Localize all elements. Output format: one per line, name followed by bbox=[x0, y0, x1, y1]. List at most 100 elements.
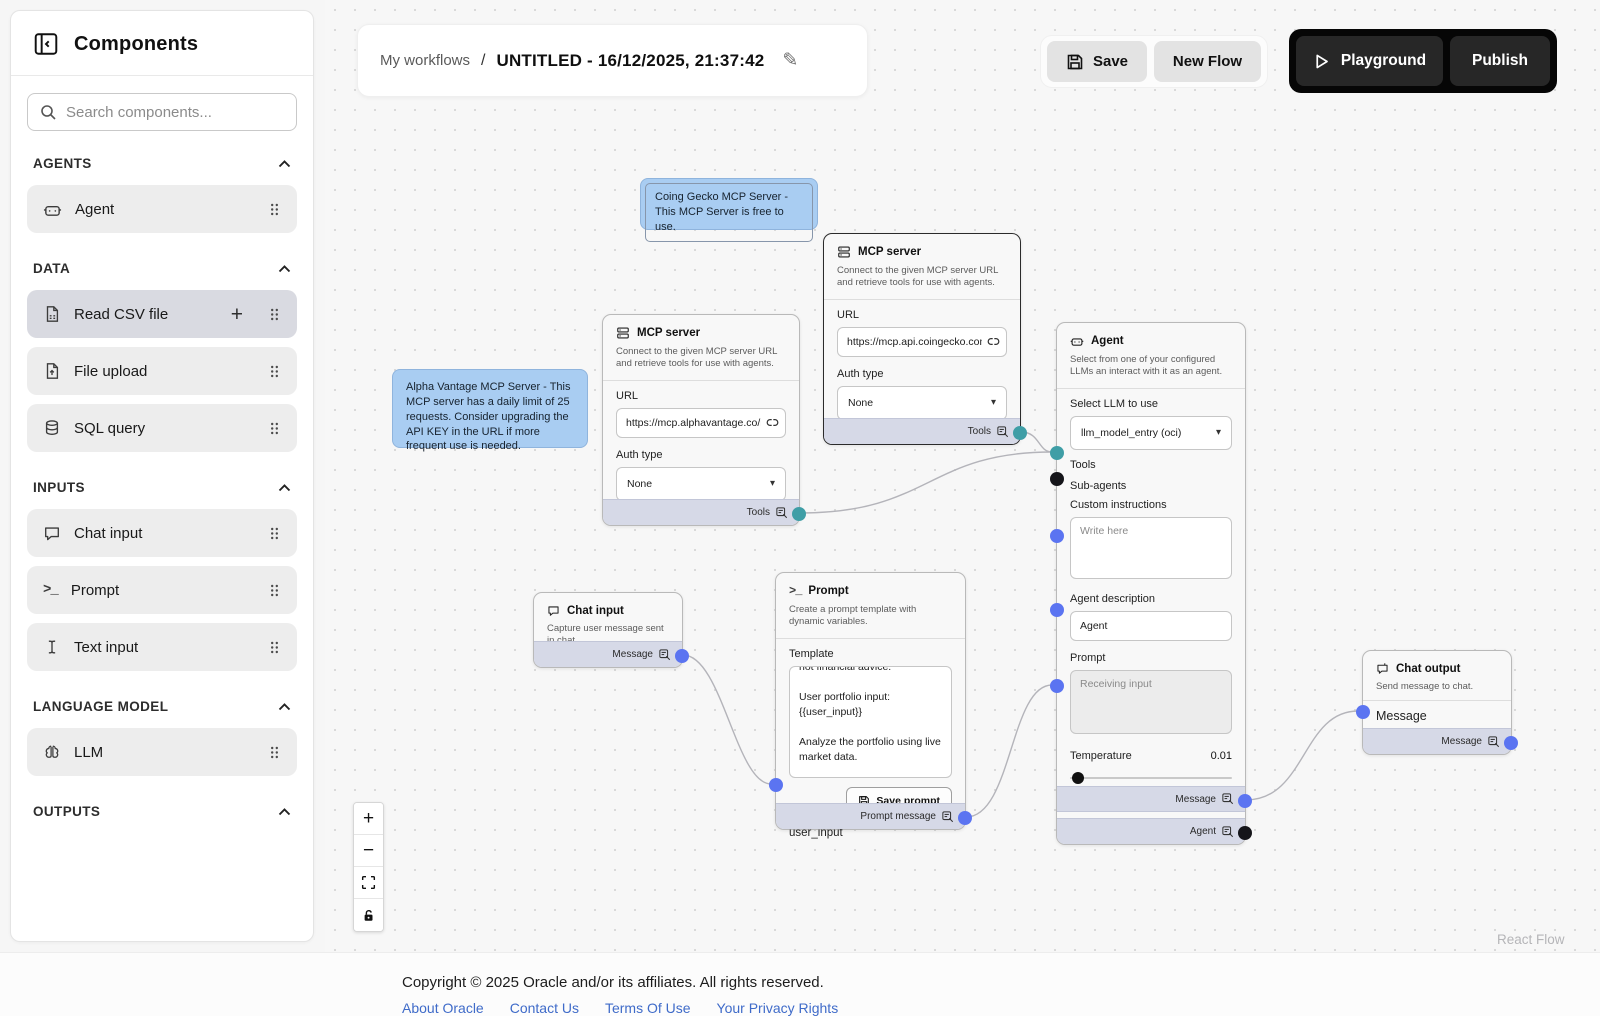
node-mcp-server-alphavantage[interactable]: MCP server Connect to the given MCP serv… bbox=[602, 314, 806, 526]
zoom-out-button[interactable]: − bbox=[354, 835, 383, 867]
sidebar-section-agents[interactable]: AGENTS bbox=[11, 137, 313, 180]
sidebar-item-text-input[interactable]: Text input bbox=[27, 623, 297, 671]
datatype-icon bbox=[659, 648, 671, 661]
workflow-title: UNTITLED - 16/12/2025, 21:37:42 bbox=[496, 50, 765, 70]
sidebar-item-agent[interactable]: Agent bbox=[27, 185, 297, 233]
chevron-down-icon: ▾ bbox=[769, 478, 775, 490]
robot-icon bbox=[1070, 334, 1084, 348]
template-textarea[interactable]: not financial advice." User portfolio in… bbox=[789, 665, 952, 778]
fit-view-button[interactable] bbox=[354, 867, 383, 899]
zoom-in-button[interactable]: + bbox=[354, 803, 383, 835]
url-input[interactable] bbox=[837, 326, 1007, 357]
handle-prompt-target[interactable] bbox=[1050, 679, 1064, 693]
sidebar-item-read-csv[interactable]: Read CSV file + bbox=[27, 290, 297, 338]
drag-handle-icon[interactable] bbox=[268, 525, 281, 542]
link-icon bbox=[766, 416, 779, 429]
slider-thumb[interactable] bbox=[1072, 771, 1084, 784]
sidebar-section-outputs[interactable]: OUTPUTS bbox=[11, 785, 313, 828]
canvas-controls: + − bbox=[353, 802, 384, 932]
collapse-panel-icon[interactable] bbox=[33, 31, 59, 57]
file-actions-group: Save New Flow bbox=[1040, 35, 1268, 88]
handle-tools-source[interactable] bbox=[792, 507, 806, 521]
chevron-up-icon bbox=[278, 264, 291, 273]
sidebar-item-file-upload[interactable]: File upload bbox=[27, 347, 297, 395]
handle-message-source[interactable] bbox=[1504, 736, 1518, 750]
datatype-icon bbox=[942, 810, 954, 823]
footer-link-terms-of-use[interactable]: Terms Of Use bbox=[604, 1000, 691, 1016]
file-upload-icon bbox=[43, 362, 61, 380]
handle-agent-description-target[interactable] bbox=[1050, 603, 1064, 617]
handle-message-source[interactable] bbox=[675, 649, 689, 663]
drag-handle-icon[interactable] bbox=[268, 420, 281, 437]
lock-button[interactable] bbox=[354, 899, 383, 931]
annotation-alphavantage[interactable]: Alpha Vantage MCP Server - This MCP serv… bbox=[392, 369, 588, 452]
drag-handle-icon[interactable] bbox=[268, 639, 281, 656]
sidebar-section-language-model[interactable]: LANGUAGE MODEL bbox=[11, 680, 313, 723]
datatype-icon bbox=[1222, 793, 1234, 805]
edit-title-icon[interactable]: ✎ bbox=[782, 50, 799, 71]
handle-custom-instructions-target[interactable] bbox=[1050, 529, 1064, 543]
fit-view-icon bbox=[361, 875, 376, 890]
handle-agent-source[interactable] bbox=[1238, 826, 1252, 840]
chevron-up-icon bbox=[278, 159, 291, 168]
auth-type-select[interactable]: None ▾ bbox=[616, 466, 786, 501]
handle-tools-target[interactable] bbox=[1050, 446, 1064, 460]
components-panel: Components AGENTS Agent bbox=[10, 10, 314, 942]
add-node-button[interactable]: + bbox=[230, 302, 243, 326]
handle-subagents-target[interactable] bbox=[1050, 472, 1064, 486]
custom-instructions-textarea[interactable] bbox=[1070, 516, 1232, 579]
lock-open-icon bbox=[362, 908, 376, 923]
chat-bubble-icon bbox=[43, 524, 61, 542]
datatype-icon bbox=[1222, 825, 1234, 838]
footer-links: About Oracle Contact Us Terms Of Use You… bbox=[402, 1000, 838, 1016]
save-button[interactable]: Save bbox=[1047, 41, 1147, 82]
handle-prompt-message-source[interactable] bbox=[958, 811, 972, 825]
temperature-slider[interactable] bbox=[1070, 771, 1232, 784]
sidebar-section-inputs[interactable]: INPUTS bbox=[11, 461, 313, 504]
drag-handle-icon[interactable] bbox=[268, 582, 281, 599]
breadcrumb-my-workflows[interactable]: My workflows bbox=[380, 52, 471, 69]
handle-message-target[interactable] bbox=[1356, 705, 1370, 719]
robot-icon bbox=[43, 200, 62, 219]
node-mcp-server-coingecko[interactable]: MCP server Connect to the given MCP serv… bbox=[823, 233, 1027, 445]
publish-button[interactable]: Publish bbox=[1450, 36, 1550, 86]
message-field-label: Message bbox=[1376, 709, 1427, 724]
footer-link-contact-us[interactable]: Contact Us bbox=[509, 1000, 579, 1016]
drag-handle-icon[interactable] bbox=[268, 201, 281, 218]
sidebar-item-chat-input[interactable]: Chat input bbox=[27, 509, 297, 557]
sidebar-item-llm[interactable]: LLM bbox=[27, 728, 297, 776]
handle-message-source[interactable] bbox=[1238, 794, 1252, 808]
chat-output-icon bbox=[1376, 662, 1389, 675]
node-chat-input[interactable]: Chat input Capture user message sent in … bbox=[533, 592, 689, 668]
node-agent[interactable]: Agent Select from one of your configured… bbox=[1050, 322, 1252, 845]
footer-link-privacy-rights[interactable]: Your Privacy Rights bbox=[716, 1000, 839, 1016]
search-input[interactable] bbox=[66, 103, 284, 121]
chat-bubble-icon bbox=[547, 604, 560, 617]
datatype-icon bbox=[776, 506, 788, 519]
handle-user-input-target[interactable] bbox=[769, 778, 783, 792]
playground-button[interactable]: Playground bbox=[1296, 36, 1443, 86]
agent-description-input[interactable] bbox=[1070, 610, 1232, 641]
drag-handle-icon[interactable] bbox=[268, 744, 281, 761]
auth-type-select[interactable]: None ▾ bbox=[837, 385, 1007, 420]
drag-handle-icon[interactable] bbox=[268, 306, 281, 323]
react-flow-attribution[interactable]: React Flow bbox=[1497, 932, 1565, 947]
llm-select[interactable]: llm_model_entry (oci) ▾ bbox=[1070, 415, 1232, 450]
sidebar-section-data[interactable]: DATA bbox=[11, 242, 313, 285]
chevron-up-icon bbox=[278, 702, 291, 711]
url-input[interactable] bbox=[616, 407, 786, 438]
copyright-text: Copyright © 2025 Oracle and/or its affil… bbox=[402, 974, 824, 991]
annotation-coingecko[interactable]: Coing Gecko MCP Server - This MCP Server… bbox=[640, 178, 818, 242]
footer-link-about-oracle[interactable]: About Oracle bbox=[402, 1000, 484, 1016]
node-prompt[interactable]: >_ Prompt Create a prompt template with … bbox=[769, 572, 972, 839]
handle-tools-source[interactable] bbox=[1013, 426, 1027, 440]
sidebar-item-prompt[interactable]: >_ Prompt bbox=[27, 566, 297, 614]
terminal-icon: >_ bbox=[43, 582, 59, 598]
node-chat-output[interactable]: Chat output Send message to chat. Messag… bbox=[1356, 650, 1518, 755]
prompt-textarea[interactable] bbox=[1070, 669, 1232, 734]
workflow-title-card: My workflows / UNTITLED - 16/12/2025, 21… bbox=[357, 24, 868, 97]
sidebar-item-sql-query[interactable]: SQL query bbox=[27, 404, 297, 452]
drag-handle-icon[interactable] bbox=[268, 363, 281, 380]
chevron-down-icon: ▾ bbox=[990, 397, 996, 409]
new-flow-button[interactable]: New Flow bbox=[1154, 41, 1261, 82]
